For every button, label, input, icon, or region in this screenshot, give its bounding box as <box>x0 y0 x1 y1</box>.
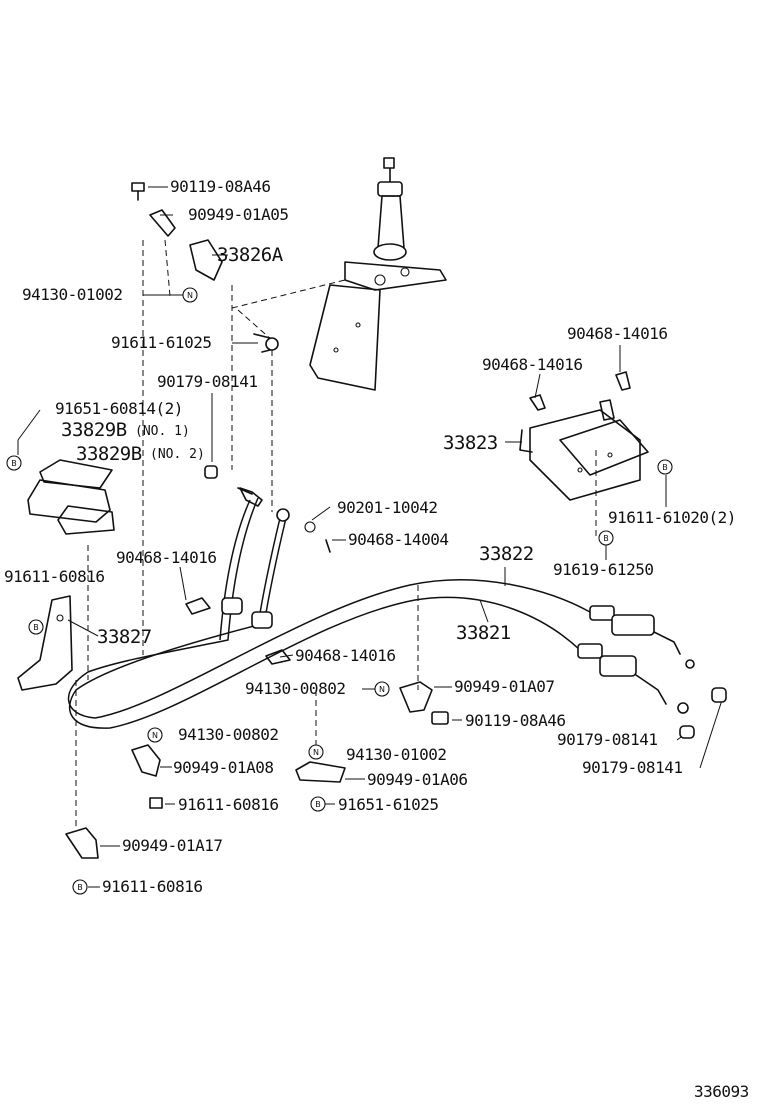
part-label: (NO. 1) <box>135 424 190 439</box>
part-label: 33829B <box>61 419 127 441</box>
part-label: 90179-08141 <box>557 730 657 749</box>
part-label: 90468-14016 <box>295 646 395 665</box>
part-label: 90468-14004 <box>348 530 448 549</box>
b-marker: B <box>315 800 321 809</box>
part-label: 90949-01A08 <box>173 758 273 777</box>
n-marker: N <box>152 731 158 740</box>
b-marker: B <box>77 883 83 892</box>
part-label: 91651-60814(2) <box>55 399 183 418</box>
part-label: 94130-00802 <box>245 679 345 698</box>
part-label: 90119-08A46 <box>465 711 565 730</box>
part-label: 90468-14016 <box>116 548 216 567</box>
part-label: 90949-01A06 <box>367 770 467 789</box>
bracket-33827 <box>17 595 73 691</box>
n-marker: N <box>187 291 193 300</box>
part-label: 91619-61250 <box>553 560 653 579</box>
b-marker: B <box>33 623 39 632</box>
part-label: 90119-08A46 <box>170 177 270 196</box>
b-marker: B <box>662 463 668 472</box>
part-label: 90949-01A07 <box>454 677 554 696</box>
n-marker: N <box>379 685 385 694</box>
part-label: 90201-10042 <box>337 498 437 517</box>
bracket-33829b <box>27 459 115 535</box>
b-markers: B B B B B B <box>6 455 673 895</box>
part-label: 91611-60816 <box>4 567 104 586</box>
part-label: 94130-00802 <box>178 725 278 744</box>
part-label: 91611-61025 <box>111 333 211 352</box>
clips <box>185 371 631 665</box>
part-label: 94130-01002 <box>22 285 122 304</box>
dashed-lines <box>75 239 597 830</box>
part-label: 33826A <box>217 244 284 266</box>
n-markers: N N N N <box>147 287 390 760</box>
part-label: 33827 <box>97 626 152 648</box>
part-label: 94130-01002 <box>346 745 446 764</box>
part-label: 90179-08141 <box>582 758 682 777</box>
part-label: 91611-61020(2) <box>608 508 736 527</box>
part-label: 90949-01A17 <box>122 836 222 855</box>
part-label: 91611-60816 <box>178 795 278 814</box>
bracket-33823 <box>519 399 649 501</box>
leader-lines <box>17 186 723 888</box>
diagram-code: 336093 <box>694 1082 749 1101</box>
part-label: 90468-14016 <box>567 324 667 343</box>
part-label: 91651-61025 <box>338 795 438 814</box>
shift-lever-assembly <box>309 157 447 391</box>
part-label: 90179-08141 <box>157 372 257 391</box>
b-marker: B <box>603 534 609 543</box>
part-label: 90468-14016 <box>482 355 582 374</box>
part-label: 33822 <box>479 543 534 565</box>
cable-ends <box>239 487 290 522</box>
part-label: 33823 <box>443 432 498 454</box>
b-marker: B <box>11 459 17 468</box>
part-label: 91611-60816 <box>102 877 202 896</box>
fasteners <box>65 182 727 859</box>
part-labels: 90119-08A46 90949-01A05 33826A 94130-010… <box>4 177 736 896</box>
part-label: (NO. 2) <box>150 447 205 462</box>
part-label: 90949-01A05 <box>188 205 288 224</box>
shift-cables <box>67 497 681 729</box>
part-label: 33829B <box>76 443 142 465</box>
n-marker: N <box>313 748 319 757</box>
part-label: 33821 <box>456 622 511 644</box>
